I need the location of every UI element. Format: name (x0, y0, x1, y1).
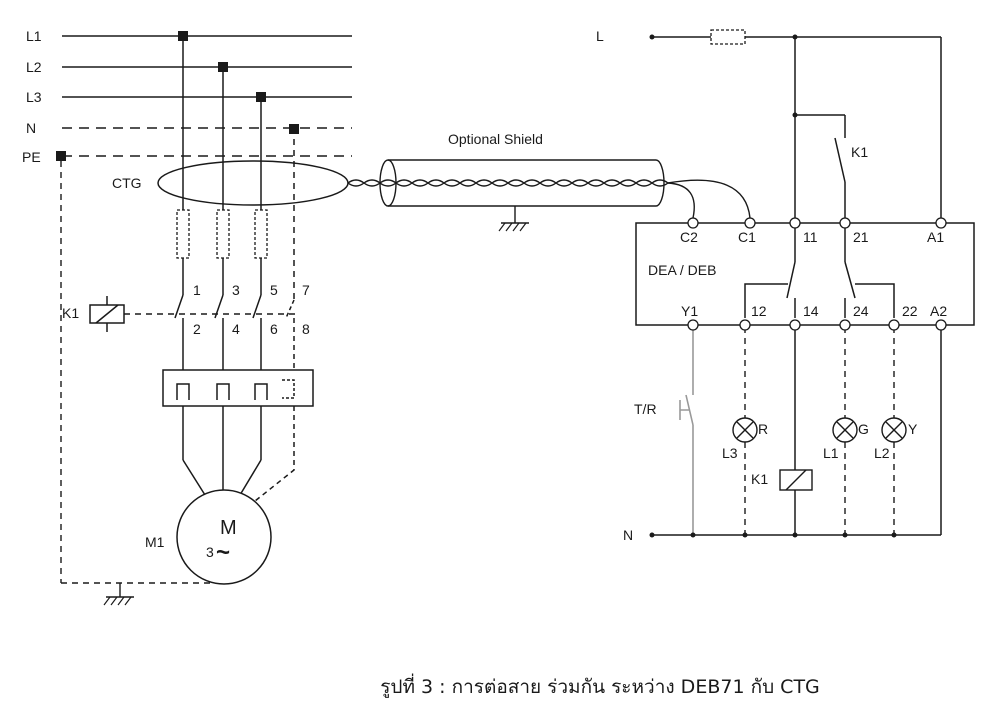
overload-relay (162, 369, 314, 407)
lamps (732, 417, 907, 443)
pe-wire (60, 161, 213, 584)
main-contacts (124, 294, 300, 370)
lamp-green (832, 417, 858, 443)
terminal-14: 14 (803, 303, 819, 319)
lamp-wires (744, 327, 895, 535)
lamp-l3-label: L3 (722, 445, 738, 461)
figure-caption: รูปที่ 3 : การต่อสาย ร่วมกัน ระหว่าง DEB… (380, 676, 820, 698)
junctions-right (649, 34, 897, 538)
terminal-1: 1 (193, 282, 201, 298)
device-label: DEA / DEB (648, 262, 716, 278)
ctg-ring (157, 160, 349, 206)
phase-wires (182, 36, 295, 300)
terminal-c1: C1 (738, 229, 756, 245)
lamp-r-label: R (758, 421, 768, 437)
control-wiring (652, 36, 942, 536)
terminal-a1: A1 (927, 229, 944, 245)
terminal-8: 8 (302, 321, 310, 337)
ground-icon-left (103, 596, 135, 606)
shielded-cable (347, 159, 751, 219)
terminal-6: 6 (270, 321, 278, 337)
k1-coil-left (89, 296, 125, 332)
terminal-y1: Y1 (681, 303, 698, 319)
label-L3: L3 (26, 89, 42, 105)
terminal-5: 5 (270, 282, 278, 298)
label-N-right: N (623, 527, 633, 543)
lamp-g-label: G (858, 421, 869, 437)
motor-three: 3 (206, 544, 214, 560)
power-lines (62, 35, 352, 157)
label-PE: PE (22, 149, 41, 165)
lamp-l1-label: L1 (823, 445, 839, 461)
terminal-12: 12 (751, 303, 767, 319)
label-L2: L2 (26, 59, 42, 75)
terminal-21: 21 (853, 229, 869, 245)
terminal-7: 7 (302, 282, 310, 298)
terminal-24: 24 (853, 303, 869, 319)
label-m1: M1 (145, 534, 165, 550)
tr-wire (679, 327, 694, 535)
dea-deb-device (635, 222, 975, 326)
terminal-11: 11 (803, 229, 818, 245)
motor-m-label: M (220, 517, 237, 539)
label-k1-coil-left: K1 (62, 305, 79, 321)
terminal-a2: A2 (930, 303, 947, 319)
lamp-red (732, 417, 758, 443)
motor-m1 (176, 489, 272, 585)
label-L1: L1 (26, 28, 42, 44)
terminal-22: 22 (902, 303, 918, 319)
label-ctg: CTG (112, 175, 142, 191)
terminal-c2: C2 (680, 229, 698, 245)
motor-wires (182, 406, 295, 506)
motor-tilde: ~ (216, 539, 230, 566)
terminal-2: 2 (193, 321, 201, 337)
lamp-y-label: Y (908, 421, 918, 437)
label-L-right: L (596, 28, 604, 44)
lamp-yellow (881, 417, 907, 443)
label-k1-coil-right: K1 (751, 471, 768, 487)
junction-dots (56, 31, 299, 161)
k1-coil-right (779, 469, 813, 491)
label-k1-contact: K1 (851, 144, 868, 160)
terminal-3: 3 (232, 282, 240, 298)
label-tr: T/R (634, 401, 657, 417)
label-optional-shield: Optional Shield (448, 131, 543, 147)
label-N: N (26, 120, 36, 136)
ground-icon-shield (498, 222, 530, 232)
fuses (176, 209, 268, 259)
fuse-right (710, 29, 746, 45)
terminal-4: 4 (232, 321, 240, 337)
lamp-l2-label: L2 (874, 445, 890, 461)
terminals (687, 217, 947, 331)
